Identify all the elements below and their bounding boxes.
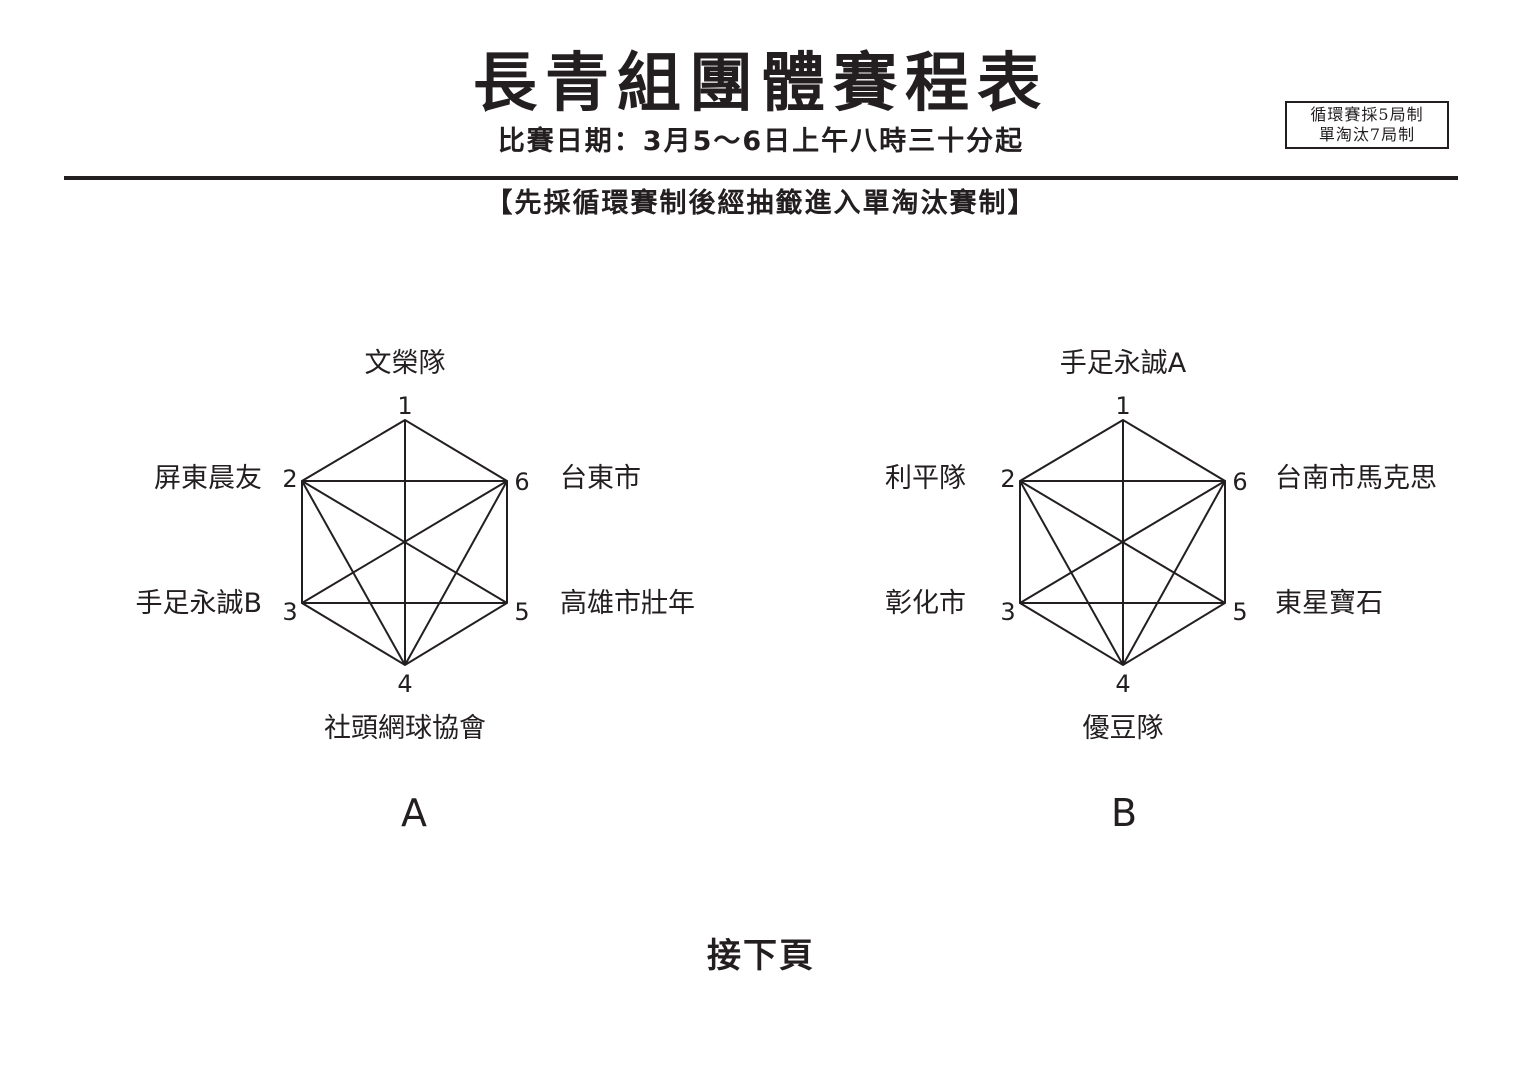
group-a-seed-3: 3 (282, 598, 297, 626)
group-b-team-6: 台南市馬克思 (1275, 463, 1437, 494)
rule-box: 循環賽採5局制 單淘汰7局制 (1285, 101, 1449, 149)
group-b-line-2-4 (1019, 480, 1124, 666)
group-b-seed-6: 6 (1232, 468, 1247, 496)
group-b-team-5: 東星寶石 (1275, 588, 1383, 619)
group-b-label: B (1111, 791, 1137, 835)
group-a-seed-1: 1 (397, 392, 412, 420)
group-b-labels: 手足永誠A 1 利平隊 2 彰化市 3 優豆隊 4 東星寶石 5 台南市馬克思 … (885, 348, 1437, 835)
group-b-team-2: 利平隊 (885, 463, 966, 494)
group-a-seed-2: 2 (282, 465, 297, 493)
group-a-team-3: 手足永誠B (135, 588, 262, 619)
rule-round-robin: 循環賽採5局制 (1310, 105, 1424, 124)
group-a-diagram (301, 418, 508, 667)
group-b-line-3-6 (1019, 480, 1226, 604)
group-b-seed-3: 3 (1000, 598, 1015, 626)
page-title: 長青組團體賽程表 (473, 47, 1049, 121)
group-b-seed-5: 5 (1232, 598, 1247, 626)
group-a-label: A (401, 791, 427, 835)
next-page-note: 接下頁 (707, 936, 815, 976)
group-b-team-4: 優豆隊 (1083, 713, 1164, 744)
match-date: 比賽日期：3月5～6日上午八時三十分起 (497, 126, 1025, 157)
header-divider (64, 176, 1458, 180)
group-a-line-2-4 (301, 480, 406, 666)
group-a-team-4: 社頭網球協會 (324, 713, 486, 744)
rule-knockout: 單淘汰7局制 (1318, 125, 1416, 144)
group-a-seed-6: 6 (514, 468, 529, 496)
group-a-team-2: 屏東晨友 (154, 463, 262, 494)
format-note: 【先採循環賽制後經抽籤進入單淘汰賽制】 (485, 188, 1037, 219)
group-a-team-5: 高雄市壯年 (560, 588, 695, 619)
group-a-seed-5: 5 (514, 598, 529, 626)
group-a-labels: 文榮隊 1 屏東晨友 2 手足永誠B 3 社頭網球協會 4 高雄市壯年 5 台東… (135, 348, 695, 835)
group-b-seed-4: 4 (1115, 670, 1130, 698)
group-b-seed-1: 1 (1115, 392, 1130, 420)
group-b-team-3: 彰化市 (885, 588, 966, 619)
group-a-line-4-6 (404, 480, 508, 666)
group-b-line-4-6 (1122, 480, 1226, 666)
group-a-seed-4: 4 (397, 670, 412, 698)
group-b-seed-2: 2 (1000, 465, 1015, 493)
group-a-line-3-6 (301, 480, 508, 604)
group-b-team-1: 手足永誠A (1060, 348, 1187, 379)
group-a-team-6: 台東市 (560, 463, 641, 494)
group-b-diagram (1019, 418, 1226, 667)
group-a-team-1: 文榮隊 (365, 348, 446, 379)
